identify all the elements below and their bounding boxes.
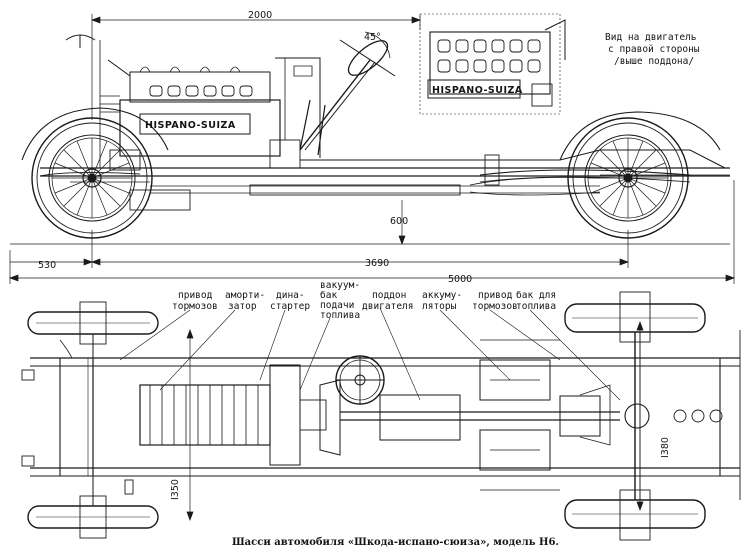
dimension-lines-side [9, 14, 735, 284]
callout-vacuum-tank-2: бак [320, 290, 337, 301]
dimension-overall-length: 5000 [448, 274, 472, 285]
steering-wheel-top [335, 355, 385, 405]
dimension-rear-track: I380 [660, 437, 671, 458]
callout-dynastarter-2: стартер [270, 301, 310, 312]
callout-shock-absorber-2: затор [228, 301, 257, 312]
frame-top [21, 330, 741, 500]
callout-shock-absorber-1: аморти- [225, 290, 265, 301]
dimension-front-track: I350 [170, 479, 181, 500]
front-wheels-top [27, 301, 159, 539]
callout-dynastarter-1: дина- [276, 290, 305, 301]
driveline-top [340, 339, 620, 491]
callout-brake-drive-left-1: привод [178, 290, 213, 301]
callout-brake-drive-right-2: тормозов [472, 301, 518, 312]
dimension-wheelbase: 3690 [365, 258, 389, 269]
engine-top [139, 364, 341, 466]
side-view: HISPANO-SUIZA [9, 10, 735, 285]
dimension-mid: 600 [390, 216, 408, 227]
callout-vacuum-tank-1: вакуум- [320, 280, 360, 291]
engine-view-note-line3: /выше поддона/ [614, 56, 694, 67]
rear-suspension-side [39, 154, 691, 186]
radiator-cap [65, 34, 96, 48]
callout-oil-pan-1: поддон [372, 290, 406, 301]
inset-brand-label: HISPANO-SUIZA [432, 85, 523, 96]
engine-inset: HISPANO-SUIZA Вид на двигатель с правой … [419, 13, 700, 115]
engine-brand-label: HISPANO-SUIZA [145, 120, 236, 131]
callout-leaders [119, 307, 621, 401]
callout-battery-2: ляторы [422, 301, 457, 312]
callout-fuel-tank-1: бак для [516, 290, 556, 301]
callout-brake-drive-left-2: тормозов [172, 301, 218, 312]
dimension-overall-top: 2000 [248, 10, 272, 21]
callout-brake-drive-right-1: привод [478, 290, 513, 301]
callout-fuel-tank-2: топлива [516, 301, 556, 312]
figure-caption: Шасси автомобиля «Шкода-испано-сюиза», м… [232, 537, 559, 548]
top-view: I350 I380 [21, 291, 741, 541]
callout-oil-pan-2: двигателя [362, 301, 413, 312]
callout-vacuum-tank-4: топлива [320, 310, 360, 321]
dimension-steering-angle: 45° [364, 32, 381, 43]
dimension-lines-top [186, 321, 644, 521]
engine-view-note-line1: Вид на двигатель [605, 32, 697, 43]
engine-side [99, 40, 301, 171]
callout-labels: привод тормозов аморти- затор дина- стар… [172, 280, 556, 321]
callout-battery-1: аккуму- [422, 290, 462, 301]
rear-wheels-top [564, 291, 723, 541]
callout-vacuum-tank-3: подачи [320, 300, 354, 311]
steering-assembly-side [275, 31, 396, 158]
engine-view-note-line2: с правой стороны [608, 44, 700, 55]
dimension-rear-overhang: 530 [38, 260, 56, 271]
